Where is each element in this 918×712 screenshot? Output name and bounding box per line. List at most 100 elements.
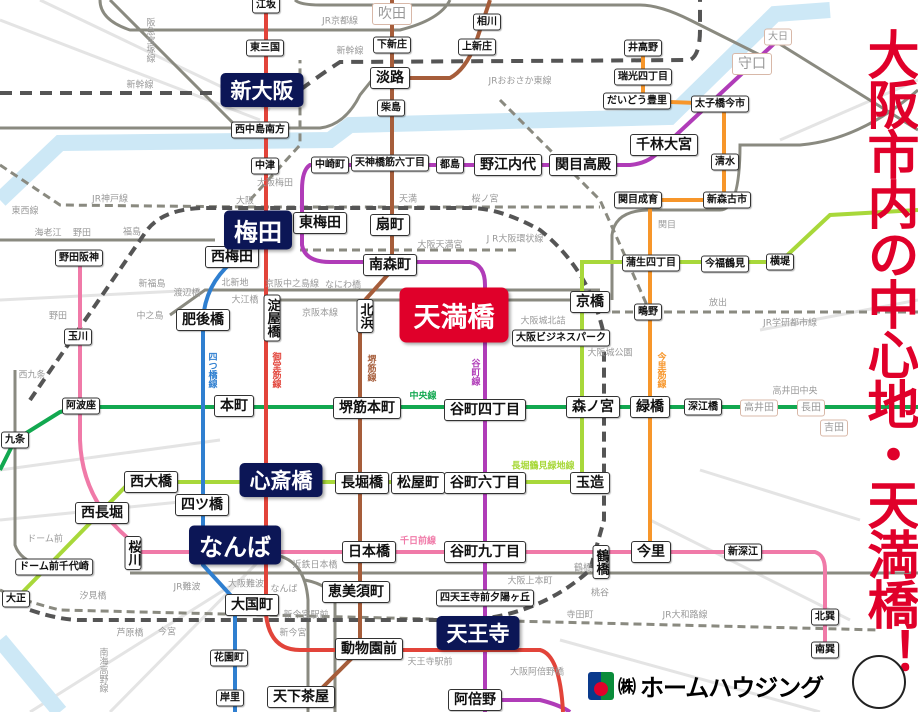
- station-label[interactable]: 深江橋: [684, 398, 722, 416]
- station-label[interactable]: 阿波座: [62, 397, 100, 415]
- station-label[interactable]: 天下茶屋: [267, 686, 335, 708]
- map-label: J R大阪環状線: [486, 234, 544, 245]
- station-label[interactable]: 大阪ビジネスパーク: [512, 329, 610, 347]
- station-label[interactable]: 西梅田: [205, 246, 259, 268]
- station-shinsaibashi[interactable]: 心斎橋: [239, 463, 323, 497]
- map-label: 大阪阿倍野橋: [509, 667, 565, 678]
- map-label: 鶴橋: [573, 563, 593, 574]
- station-label[interactable]: 北巽: [811, 608, 839, 626]
- station-label[interactable]: 上新庄: [458, 38, 496, 56]
- station-label[interactable]: 大国町: [225, 594, 279, 616]
- station-label[interactable]: 太子橋今市: [691, 95, 749, 113]
- map-label: JRおおさか東線: [488, 76, 552, 87]
- station-label[interactable]: 動物園前: [335, 638, 403, 660]
- station-label[interactable]: 江坂: [252, 0, 280, 14]
- station-label[interactable]: 東三国: [246, 39, 284, 57]
- station-label[interactable]: 四ツ橋: [175, 494, 229, 516]
- station-label[interactable]: 日本橋: [342, 541, 396, 563]
- station-label[interactable]: 玉川: [64, 328, 92, 346]
- station-label[interactable]: 堺筋本町: [333, 397, 401, 419]
- station-umeda[interactable]: 梅田: [224, 210, 292, 250]
- station-label[interactable]: 岸里: [216, 689, 244, 707]
- station-namba[interactable]: なんば: [189, 525, 281, 565]
- map-label: 野田: [72, 228, 92, 239]
- station-label[interactable]: 下新庄: [373, 36, 411, 54]
- station-label[interactable]: 花園町: [210, 649, 248, 667]
- station-label[interactable]: 東梅田: [293, 212, 347, 234]
- station-label[interactable]: 関目高殿: [549, 154, 617, 176]
- station-label[interactable]: 高井田: [740, 399, 778, 417]
- station-label[interactable]: 守口: [732, 53, 772, 75]
- station-label[interactable]: 都島: [436, 156, 464, 174]
- station-label[interactable]: 北浜: [356, 299, 374, 333]
- station-temmabashi[interactable]: 天満橋: [399, 287, 509, 343]
- station-label[interactable]: 中崎町: [311, 156, 349, 174]
- map-label: 京阪中之島線: [264, 279, 320, 290]
- station-label[interactable]: だいどう豊里: [603, 92, 671, 110]
- station-shin-osaka[interactable]: 新大阪: [220, 73, 304, 107]
- station-label[interactable]: 西中島南方: [231, 121, 289, 139]
- station-label[interactable]: 京橋: [570, 291, 610, 313]
- station-label[interactable]: 野江内代: [474, 154, 542, 176]
- jr-loop-line: [28, 206, 606, 622]
- station-label[interactable]: 淡路: [370, 67, 410, 89]
- map-label: JR大和路線: [662, 610, 708, 621]
- station-label[interactable]: ドーム前千代崎: [15, 558, 93, 576]
- station-label[interactable]: 南森町: [363, 254, 417, 276]
- station-label[interactable]: 緑橋: [630, 396, 670, 418]
- station-label[interactable]: 新深江: [724, 543, 762, 561]
- map-label: 中之島: [136, 311, 164, 322]
- station-label[interactable]: 今福鶴見: [701, 255, 749, 273]
- map-label: 汐見橋: [79, 591, 107, 602]
- station-label[interactable]: 関目成育: [614, 191, 662, 209]
- station-label[interactable]: 中津: [251, 157, 279, 175]
- station-label[interactable]: 清水: [711, 153, 739, 171]
- station-label[interactable]: 扇町: [370, 214, 410, 236]
- map-label: JR京都線: [322, 16, 358, 27]
- station-label[interactable]: 南巽: [811, 641, 839, 659]
- station-label[interactable]: 鴫野: [634, 303, 662, 321]
- station-label[interactable]: 四天王寺前夕陽ヶ丘: [436, 589, 534, 607]
- station-label[interactable]: 松屋町: [391, 472, 445, 494]
- station-label[interactable]: 井高野: [624, 39, 662, 57]
- station-label[interactable]: 玉造: [570, 472, 610, 494]
- station-label[interactable]: 新森古市: [703, 191, 751, 209]
- station-label[interactable]: 森ノ宮: [566, 396, 620, 418]
- station-label[interactable]: 吹田: [372, 3, 412, 25]
- station-label[interactable]: 桜川: [124, 536, 142, 570]
- station-label[interactable]: 淀屋橋: [263, 294, 281, 342]
- station-label[interactable]: 西大橋: [124, 471, 178, 493]
- map-label: なにわ橋: [324, 280, 362, 291]
- station-label[interactable]: 瑞光四丁目: [614, 68, 672, 86]
- map-label: 阪急宝塚線: [144, 17, 155, 63]
- station-label[interactable]: 野田阪神: [55, 249, 103, 267]
- station-label[interactable]: 大正: [2, 590, 30, 608]
- station-label[interactable]: 谷町四丁目: [444, 399, 526, 421]
- station-label[interactable]: 天神橋筋六丁目: [351, 154, 429, 172]
- station-label[interactable]: 肥後橋: [176, 309, 230, 331]
- map-label: 大江橋: [231, 295, 259, 306]
- map-label: 新今宮: [279, 628, 307, 639]
- map-label: 新今宮駅前: [283, 610, 329, 621]
- station-label[interactable]: 相川: [473, 13, 501, 31]
- station-label[interactable]: 谷町六丁目: [444, 472, 526, 494]
- station-label[interactable]: 長堀橋: [335, 472, 389, 494]
- station-label[interactable]: 九条: [1, 431, 29, 449]
- station-label[interactable]: 蒲生四丁目: [622, 254, 680, 272]
- station-label[interactable]: 恵美須町: [322, 581, 390, 603]
- station-label[interactable]: 柴島: [377, 99, 405, 117]
- station-label[interactable]: 千林大宮: [630, 134, 698, 156]
- station-tennoji[interactable]: 天王寺: [436, 616, 520, 650]
- map-label: 大阪難波: [227, 579, 265, 590]
- station-label[interactable]: 阿倍野: [448, 689, 502, 711]
- station-label[interactable]: 西長堀: [75, 502, 129, 524]
- station-label[interactable]: 本町: [214, 395, 254, 417]
- map-label: 西九条: [18, 370, 46, 381]
- station-label[interactable]: 大日: [764, 28, 792, 46]
- station-label[interactable]: 今里: [631, 541, 671, 563]
- station-label[interactable]: 横堤: [766, 253, 794, 271]
- station-label[interactable]: 吉田: [820, 419, 848, 437]
- station-label[interactable]: 長田: [797, 399, 825, 417]
- station-label[interactable]: 谷町九丁目: [444, 541, 526, 563]
- station-label[interactable]: 鶴橋: [592, 545, 610, 579]
